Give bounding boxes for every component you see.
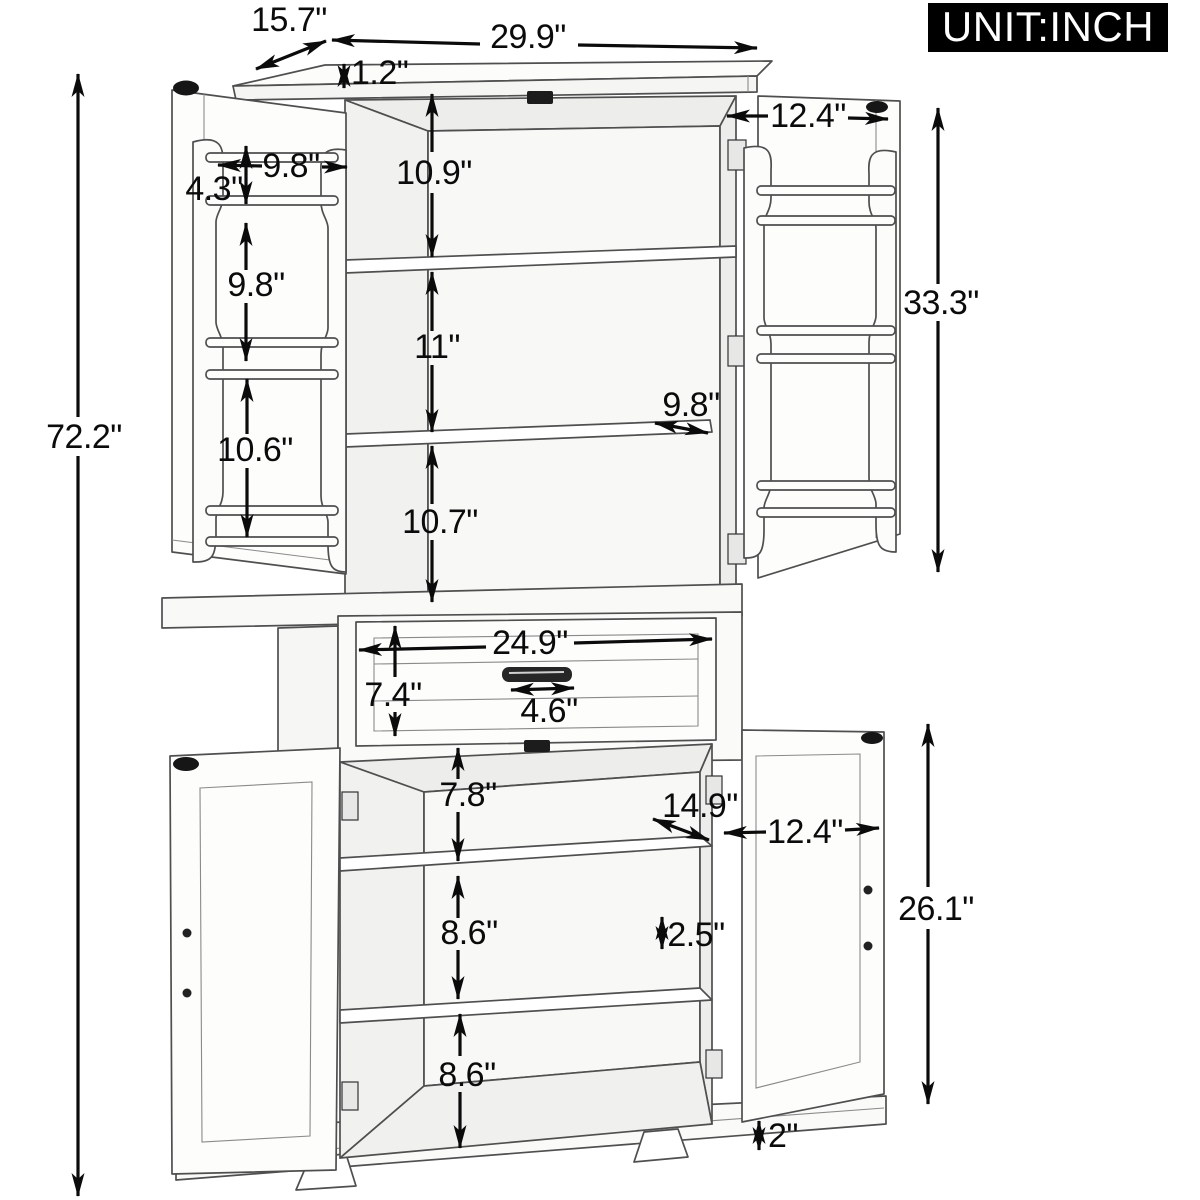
cabinet-drawing: [161, 60, 901, 1191]
drawer-handle: [502, 667, 572, 682]
svg-text:4.6": 4.6": [520, 692, 577, 730]
svg-text:26.1": 26.1": [898, 890, 974, 928]
lower-hinge-right-2: [705, 1049, 723, 1079]
dim-lower-shelf-clearance: 2.5": [655, 916, 725, 954]
unit-badge: UNIT:INCH: [928, 3, 1168, 52]
door-latch-icon: [173, 757, 199, 771]
upper-right-door: [743, 95, 901, 579]
lower-shelf-1: [339, 835, 713, 872]
dim-upper-compartment-3: 10.7": [402, 445, 478, 603]
lower-left-door: [169, 747, 341, 1175]
dim-lower-cabinet-height: 26.1": [898, 723, 974, 1105]
dim-top-width: 29.9": [331, 18, 758, 56]
screw-hole: [182, 928, 192, 938]
svg-text:UNIT:INCH: UNIT:INCH: [942, 3, 1154, 50]
dim-door-rack-spacing-lower: 10.6": [217, 378, 293, 538]
lower-hinge-left-1: [341, 791, 359, 821]
upper-carcass: [344, 91, 747, 619]
dim-top-thickness: 1.2": [337, 54, 409, 92]
svg-text:14.9": 14.9": [662, 787, 738, 825]
screw-hole: [863, 941, 873, 951]
dim-upper-shelf-depth: 9.8": [654, 386, 720, 436]
door-latch-icon: [861, 732, 883, 744]
svg-text:24.9": 24.9": [492, 624, 568, 662]
svg-text:12.4": 12.4": [770, 97, 846, 135]
svg-text:1.2": 1.2": [351, 54, 408, 92]
dim-lower-shelf-depth: 14.9": [652, 787, 738, 842]
lower-hinge-left-2: [341, 1081, 359, 1111]
screw-hole: [182, 988, 192, 998]
dim-door-rack-spacing-upper: 9.8": [227, 222, 285, 362]
dim-upper-door-width: 12.4": [726, 97, 889, 135]
svg-text:7.4": 7.4": [364, 676, 421, 714]
dim-upper-cabinet-height: 33.3": [903, 107, 979, 573]
lower-carcass: [339, 740, 723, 1159]
dim-lower-compartment-2: 8.6": [440, 875, 498, 1000]
dim-base-height: 2": [752, 1117, 798, 1155]
lower-hinge-right-1: [705, 775, 723, 805]
dim-drawer-height: 7.4": [364, 625, 422, 737]
svg-text:10.7": 10.7": [402, 503, 478, 541]
lower-shelf-2: [339, 987, 713, 1024]
dim-drawer-width: 24.9": [358, 624, 713, 662]
dim-upper-compartment-1: 10.9": [396, 93, 472, 258]
svg-text:8.6": 8.6": [438, 1056, 495, 1094]
svg-text:33.3": 33.3": [903, 284, 979, 322]
svg-text:2.5": 2.5": [667, 916, 724, 954]
door-rack-bars: [756, 185, 896, 518]
svg-text:9.8": 9.8": [662, 386, 719, 424]
top-board: [232, 60, 773, 101]
svg-text:29.9": 29.9": [490, 18, 566, 56]
svg-text:72.2": 72.2": [46, 418, 122, 456]
screw-hole: [863, 885, 873, 895]
svg-text:9.8": 9.8": [262, 147, 319, 185]
svg-text:7.8": 7.8": [439, 776, 496, 814]
lower-latch: [524, 740, 550, 752]
dim-door-rack-width: 9.8": [217, 147, 348, 185]
dimension-annotations: 15.7" 29.9" 1.2" 12.4" 9.8" 4.3": [46, 1, 979, 1197]
svg-text:9.8": 9.8": [227, 266, 284, 304]
dim-door-rack-gap: 4.3": [185, 145, 253, 208]
door-latch-icon: [173, 80, 199, 96]
svg-text:8.6": 8.6": [440, 914, 497, 952]
svg-text:2": 2": [768, 1117, 798, 1155]
dim-lower-compartment-1: 7.8": [439, 747, 497, 862]
upper-left-door: [171, 80, 347, 575]
dim-lower-compartment-3: 8.6": [438, 1013, 496, 1149]
lower-right-door: [741, 729, 885, 1123]
svg-text:15.7": 15.7": [251, 1, 327, 39]
dim-handle-width: 4.6": [510, 682, 578, 730]
upper-latch: [527, 91, 553, 104]
svg-text:10.6": 10.6": [217, 431, 293, 469]
svg-text:4.3": 4.3": [185, 170, 242, 208]
dim-lower-door-width: 12.4": [723, 813, 880, 851]
svg-text:12.4": 12.4": [767, 813, 843, 851]
dim-upper-compartment-2: 11": [414, 271, 460, 433]
dim-total-height: 72.2": [46, 73, 122, 1197]
door-latch-icon: [866, 101, 888, 113]
svg-text:11": 11": [414, 328, 460, 366]
dim-top-depth: 15.7": [251, 1, 327, 71]
svg-text:10.9": 10.9": [396, 154, 472, 192]
drawer-section: [161, 583, 743, 765]
